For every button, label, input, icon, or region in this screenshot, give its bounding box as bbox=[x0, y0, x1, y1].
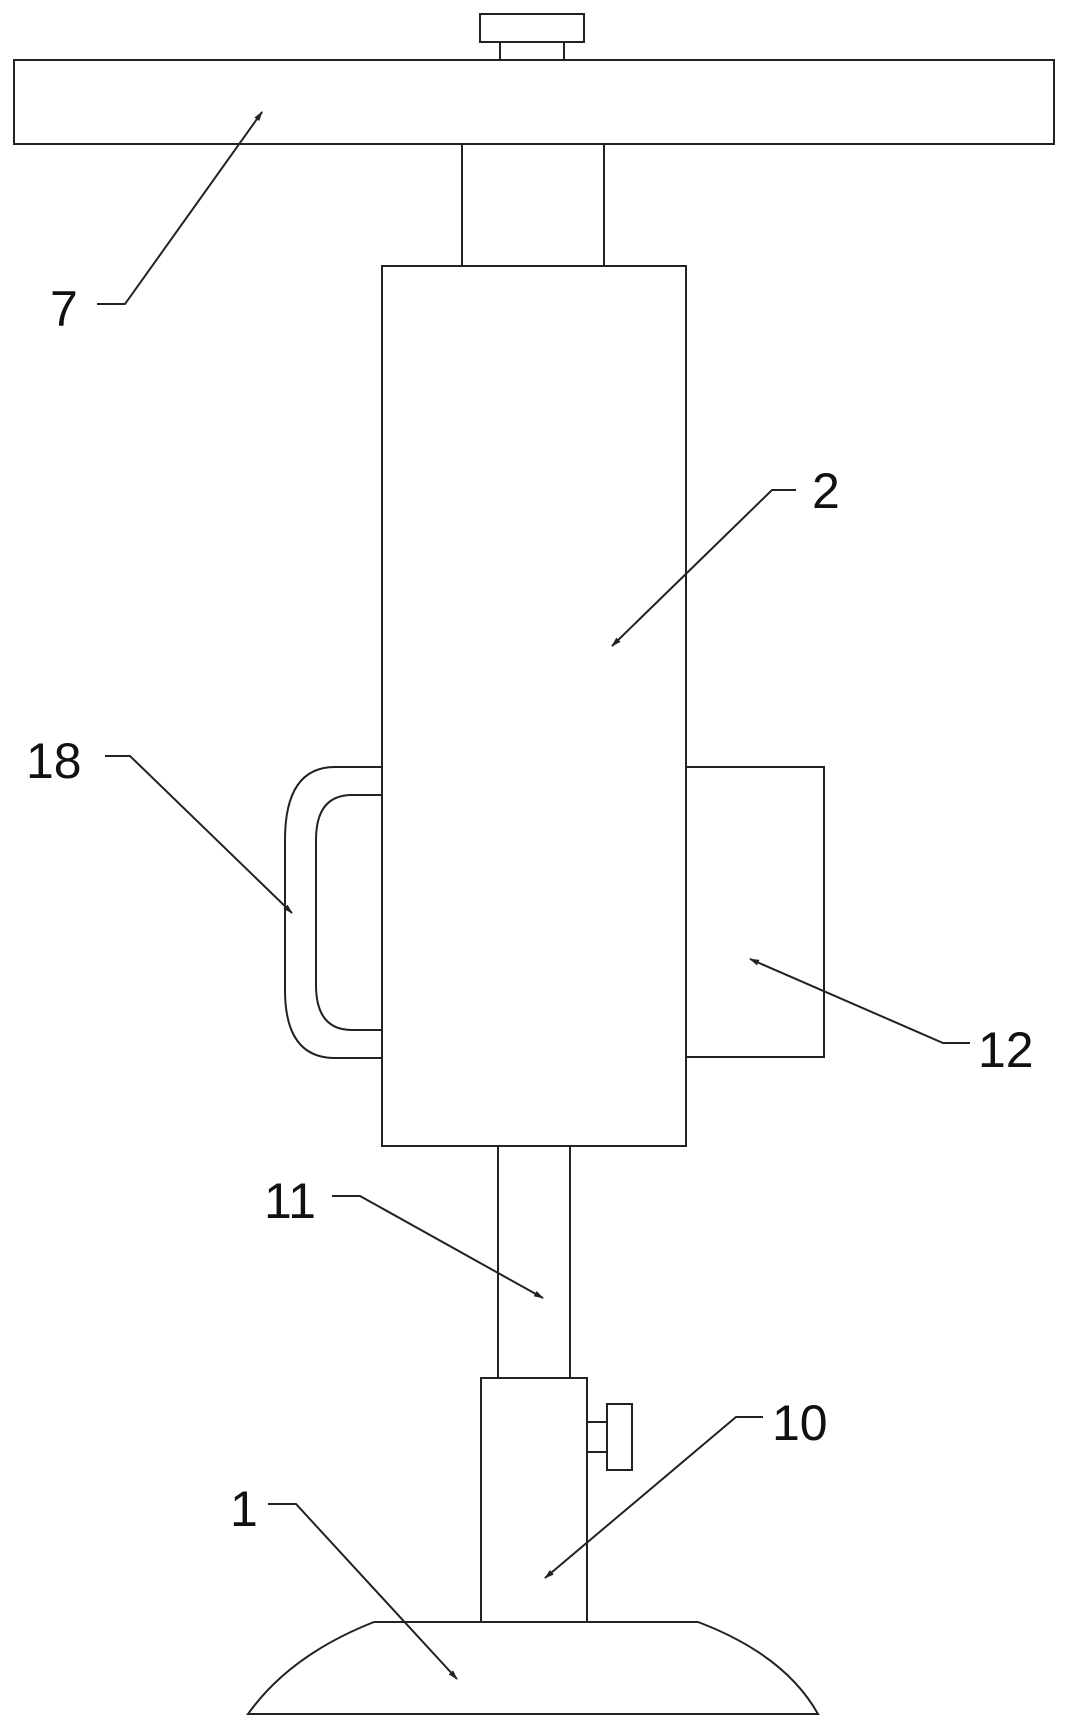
label-1: 1 bbox=[230, 1481, 258, 1537]
main-body bbox=[381, 265, 687, 1147]
handle bbox=[284, 766, 382, 1059]
label-11: 11 bbox=[264, 1173, 316, 1229]
label-7: 7 bbox=[50, 281, 78, 337]
top-plate bbox=[13, 59, 1055, 145]
leader-11 bbox=[332, 1195, 544, 1299]
lower-rod bbox=[497, 1145, 571, 1379]
sleeve bbox=[480, 1377, 588, 1623]
side-box bbox=[685, 766, 825, 1058]
leader-7 bbox=[97, 111, 263, 305]
label-18: 18 bbox=[26, 733, 82, 789]
leader-12 bbox=[749, 958, 970, 1044]
upper-column bbox=[461, 143, 605, 269]
label-12: 12 bbox=[978, 1022, 1034, 1078]
base bbox=[246, 1621, 820, 1715]
label-2: 2 bbox=[812, 463, 840, 519]
label-10: 10 bbox=[772, 1395, 828, 1451]
side-screw-knob bbox=[586, 1403, 633, 1471]
leader-18 bbox=[105, 755, 293, 914]
top-knob bbox=[479, 13, 585, 61]
leader-1 bbox=[268, 1503, 458, 1680]
leader-2 bbox=[611, 489, 796, 647]
leader-10 bbox=[544, 1416, 763, 1579]
